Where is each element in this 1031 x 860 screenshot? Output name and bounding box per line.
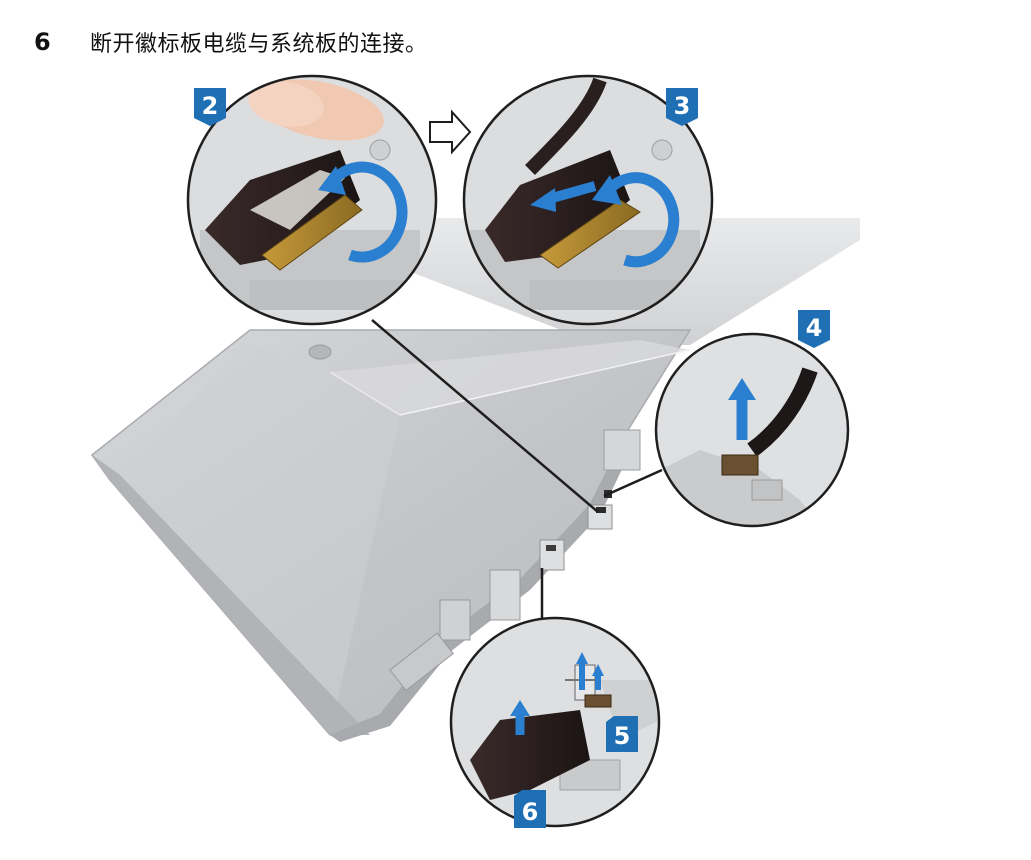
callout-5-label: 5 xyxy=(614,722,631,750)
callout-4-label: 4 xyxy=(806,314,823,342)
callout-6: 6 xyxy=(514,790,546,828)
step-header: 6 断开徽标板电缆与系统板的连接。 xyxy=(34,22,428,62)
callout-5: 5 xyxy=(606,716,638,752)
callout-2-label: 2 xyxy=(202,92,219,120)
step-number: 6 xyxy=(34,28,51,56)
callout-3-label: 3 xyxy=(674,92,691,120)
step-instruction: 断开徽标板电缆与系统板的连接。 xyxy=(90,32,428,57)
sequence-arrow-icon xyxy=(429,109,472,155)
callout-4: 4 xyxy=(798,310,830,348)
inset-detail-4 xyxy=(654,332,850,528)
callout-3: 3 xyxy=(666,88,698,126)
callout-2: 2 xyxy=(194,88,226,126)
callout-6-label: 6 xyxy=(522,798,539,826)
inset-detail-2 xyxy=(186,74,438,326)
leader-lines xyxy=(371,319,663,624)
